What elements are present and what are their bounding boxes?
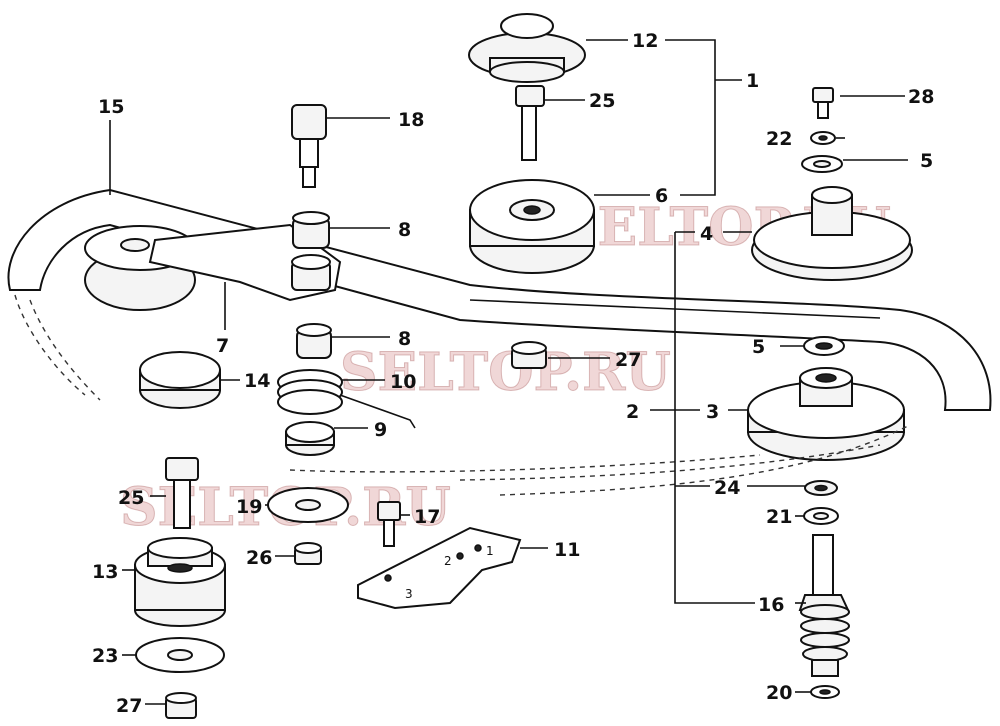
callout-1: 1 <box>746 70 759 92</box>
callout-28: 28 <box>908 86 934 108</box>
callout-15: 15 <box>98 96 124 118</box>
spring-10 <box>277 369 416 429</box>
nut-27-middle <box>511 341 547 369</box>
bushing-9 <box>285 421 335 456</box>
callout-10: 10 <box>390 371 416 393</box>
callout-27: 27 <box>116 695 142 717</box>
bolt-25-top <box>515 85 545 161</box>
callout-20: 20 <box>766 682 792 704</box>
pivot-boss <box>291 254 331 291</box>
pulley-12 <box>468 13 586 83</box>
washer-20 <box>810 685 840 699</box>
shaft-16 <box>798 534 850 677</box>
washer-23 <box>135 637 225 673</box>
callout-2: 2 <box>626 401 639 423</box>
bolt-25-lower <box>165 457 199 529</box>
washer-24 <box>804 480 838 496</box>
leader-lines <box>109 39 908 705</box>
washer-5-middle <box>803 336 845 356</box>
callout-3: 3 <box>706 401 719 423</box>
callout-27: 27 <box>615 349 641 371</box>
nut-27-bottom <box>165 692 197 719</box>
washer-22 <box>810 131 836 145</box>
callout-8: 8 <box>398 219 411 241</box>
callout-19: 19 <box>236 496 262 518</box>
plate-mark: 1 <box>486 544 494 558</box>
bushing-8-upper <box>292 211 330 249</box>
belt-path <box>499 424 911 496</box>
bushing-8-lower <box>296 323 332 359</box>
washer-5-top <box>801 155 843 173</box>
bolt-18 <box>291 104 327 188</box>
callout-18: 18 <box>398 109 424 131</box>
pulley-4 <box>751 186 913 281</box>
plate-mark: 2 <box>444 554 452 568</box>
pulley-6 <box>469 179 595 274</box>
callout-14: 14 <box>244 370 270 392</box>
belt-path <box>289 454 761 473</box>
callout-25: 25 <box>589 90 615 112</box>
plate-11: 3 2 1 <box>357 526 522 610</box>
nut-26 <box>294 542 322 565</box>
callout-17: 17 <box>414 506 440 528</box>
washer-21 <box>803 507 839 525</box>
pulley-3 <box>747 367 905 461</box>
callout-12: 12 <box>632 30 658 52</box>
callout-26: 26 <box>246 547 272 569</box>
cap-14 <box>139 351 221 409</box>
hub-13 <box>134 537 226 627</box>
callout-6: 6 <box>655 185 668 207</box>
plate-mark: 3 <box>405 587 413 601</box>
callout-16: 16 <box>758 594 784 616</box>
bolt-17 <box>377 501 401 547</box>
watermark: SELTOP.RU <box>340 342 671 403</box>
belt-path <box>459 444 881 481</box>
callout-7: 7 <box>216 335 229 357</box>
callout-25: 25 <box>118 487 144 509</box>
callout-5: 5 <box>920 150 933 172</box>
callout-9: 9 <box>374 419 387 441</box>
callout-4: 4 <box>700 223 713 245</box>
callout-24: 24 <box>714 477 740 499</box>
callout-8: 8 <box>398 328 411 350</box>
callout-13: 13 <box>92 561 118 583</box>
washer-19 <box>267 487 349 523</box>
callout-22: 22 <box>766 128 792 150</box>
callout-5: 5 <box>752 336 765 358</box>
bolt-28 <box>812 87 834 119</box>
callout-21: 21 <box>766 506 792 528</box>
callout-11: 11 <box>554 539 580 561</box>
callout-23: 23 <box>92 645 118 667</box>
